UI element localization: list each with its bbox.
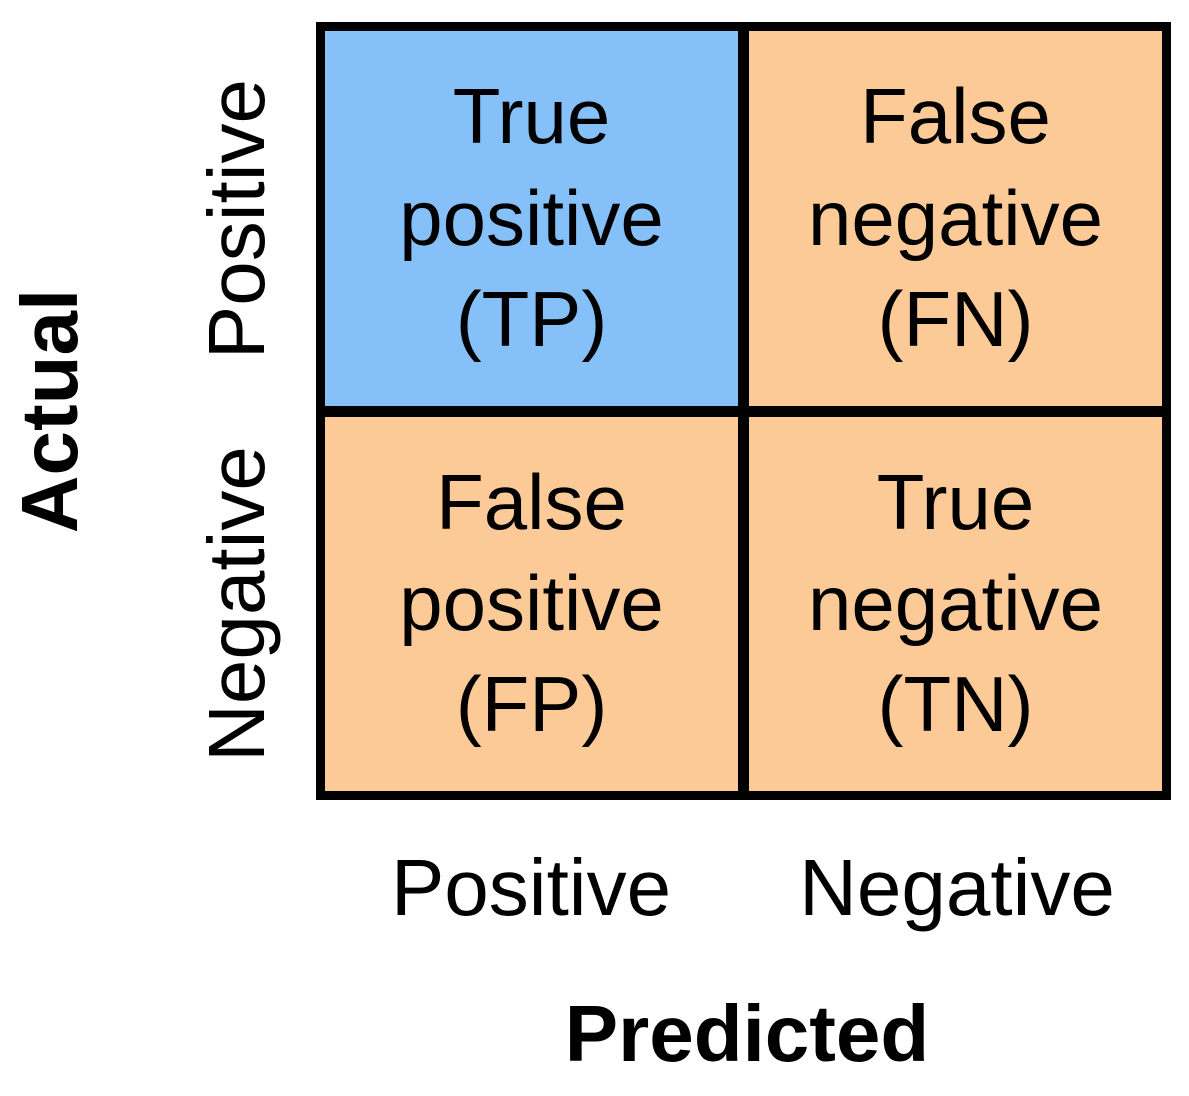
cell-true-positive: True positive (TP) (325, 31, 738, 406)
cell-true-negative: True negative (TN) (749, 416, 1162, 791)
col-label-positive: Positive (390, 843, 672, 932)
cell-true-positive-label: True positive (TP) (399, 72, 664, 363)
cell-false-positive: False positive (FP) (325, 416, 738, 791)
cell-true-negative-label: True negative (TN) (808, 457, 1103, 749)
col-label-negative: Negative (799, 843, 1115, 932)
x-axis-title: Predicted (564, 989, 930, 1078)
row-label-positive: Positive (192, 78, 281, 360)
cell-false-negative-label: False negative (FN) (808, 72, 1103, 363)
row-label-negative: Negative (192, 446, 281, 762)
matrix-grid: True positive (TP) False negative (FN) F… (316, 22, 1171, 800)
cell-false-negative: False negative (FN) (749, 31, 1162, 406)
cell-false-positive-label: False positive (FP) (399, 457, 664, 749)
y-axis-title: Actual (5, 288, 94, 534)
